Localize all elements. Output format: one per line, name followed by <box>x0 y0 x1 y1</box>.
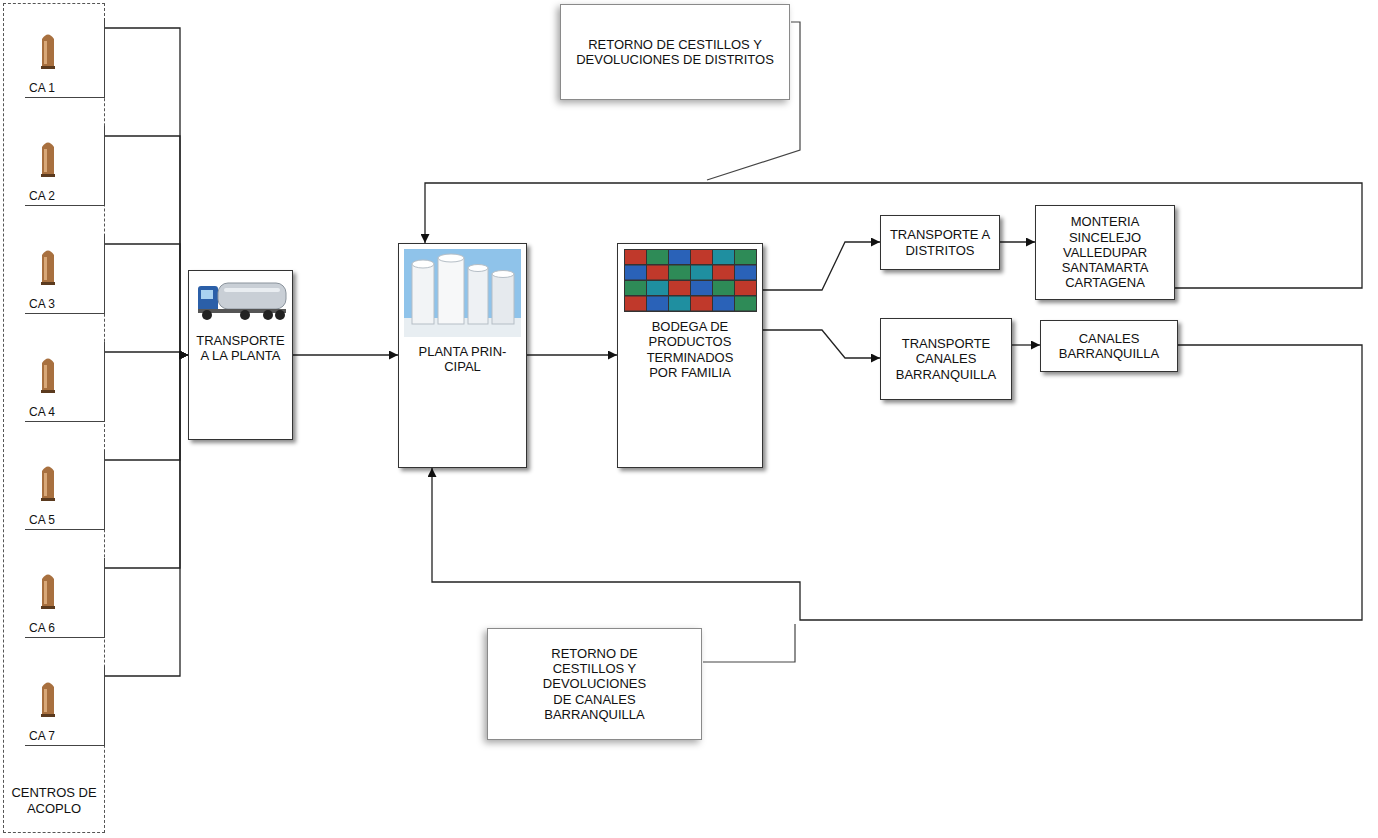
collection-center: CA 1 <box>25 18 105 98</box>
silo-icon <box>41 143 55 178</box>
node-text: CA 2 <box>29 189 55 203</box>
truck-illustration <box>198 283 286 320</box>
leader-line <box>703 624 795 662</box>
flow-arrow <box>432 345 1362 620</box>
flow-arrow <box>1000 241 1035 242</box>
callout-text: RETORNO DE CESTILLOS Y DEVOLUCIONES DE D… <box>575 37 775 68</box>
flow-arrow <box>105 352 188 355</box>
region-box: CENTROS DE ACOPLO CA 1 CA 2 CA 3 CA 4 CA 5 CA … <box>3 3 105 833</box>
node-text: PLANTA PRIN- CIPAL <box>407 344 519 375</box>
node-text: CA 6 <box>29 621 55 635</box>
flow-arrow <box>763 242 880 290</box>
node-text: MONTERIA SINCELEJO VALLEDUPAR SANTAMARTA… <box>1041 214 1169 291</box>
node-text: TRANSPORTE A DISTRITOS <box>886 227 994 258</box>
callout-box: RETORNO DE CESTILLOS Y DEVOLUCIONES DE C… <box>487 628 702 740</box>
collection-center: CA 6 <box>25 558 105 638</box>
collection-center: CA 3 <box>25 234 105 314</box>
flow-arrow <box>425 183 1362 288</box>
silo-icon <box>41 35 55 70</box>
node-text: BODEGA DE PRODUCTOS TERMINADOS POR FAMIL… <box>634 319 746 380</box>
silo-icon <box>41 359 55 394</box>
plant-illustration <box>404 249 521 337</box>
node-text: CA 1 <box>29 81 55 95</box>
silo-icon <box>41 683 55 718</box>
crates-illustration <box>624 249 757 312</box>
node-text: TRANSPORTE A LA PLANTA <box>194 333 287 364</box>
flow-arrow <box>527 354 617 355</box>
flow-arrow <box>105 355 188 460</box>
flow-arrow <box>293 354 398 355</box>
node-text: CA 7 <box>29 729 55 743</box>
process-box: MONTERIA SINCELEJO VALLEDUPAR SANTAMARTA… <box>1035 205 1175 300</box>
process-box: TRANSPORTE A LA PLANTA <box>188 270 293 440</box>
silo-icons <box>41 35 55 718</box>
node-text: CA 3 <box>29 297 55 311</box>
node-text: CA 4 <box>29 405 55 419</box>
process-box: TRANSPORTE CANALES BARRANQUILLA <box>880 318 1012 400</box>
collection-center: CA 2 <box>25 126 105 206</box>
flow-arrow <box>105 355 188 676</box>
collection-center: CA 4 <box>25 342 105 422</box>
process-box: CANALES BARRANQUILLA <box>1040 320 1178 372</box>
silo-icon <box>41 251 55 286</box>
callout-box: RETORNO DE CESTILLOS Y DEVOLUCIONES DE D… <box>560 4 790 100</box>
callout-text: RETORNO DE CESTILLOS Y DEVOLUCIONES DE C… <box>536 646 654 723</box>
node-text: CANALES BARRANQUILLA <box>1046 331 1172 362</box>
node-text: CA 5 <box>29 513 55 527</box>
flow-arrow <box>105 244 188 355</box>
silo-icon <box>41 467 55 502</box>
flow-arrow <box>1012 344 1040 345</box>
flow-arrow <box>763 330 880 358</box>
collection-center: CA 5 <box>25 450 105 530</box>
collection-center: CA 7 <box>25 666 105 746</box>
flow-arrow <box>105 355 188 568</box>
process-box: BODEGA DE PRODUCTOS TERMINADOS POR FAMIL… <box>617 243 763 468</box>
process-box: PLANTA PRIN- CIPAL <box>398 243 527 468</box>
node-text: CENTROS DE ACOPLO <box>10 785 98 816</box>
flow-arrow <box>105 136 188 355</box>
silo-icon <box>41 575 55 610</box>
node-text: TRANSPORTE CANALES BARRANQUILLA <box>886 336 1006 382</box>
process-box: TRANSPORTE A DISTRITOS <box>880 215 1000 270</box>
flow-arrow <box>105 28 188 355</box>
